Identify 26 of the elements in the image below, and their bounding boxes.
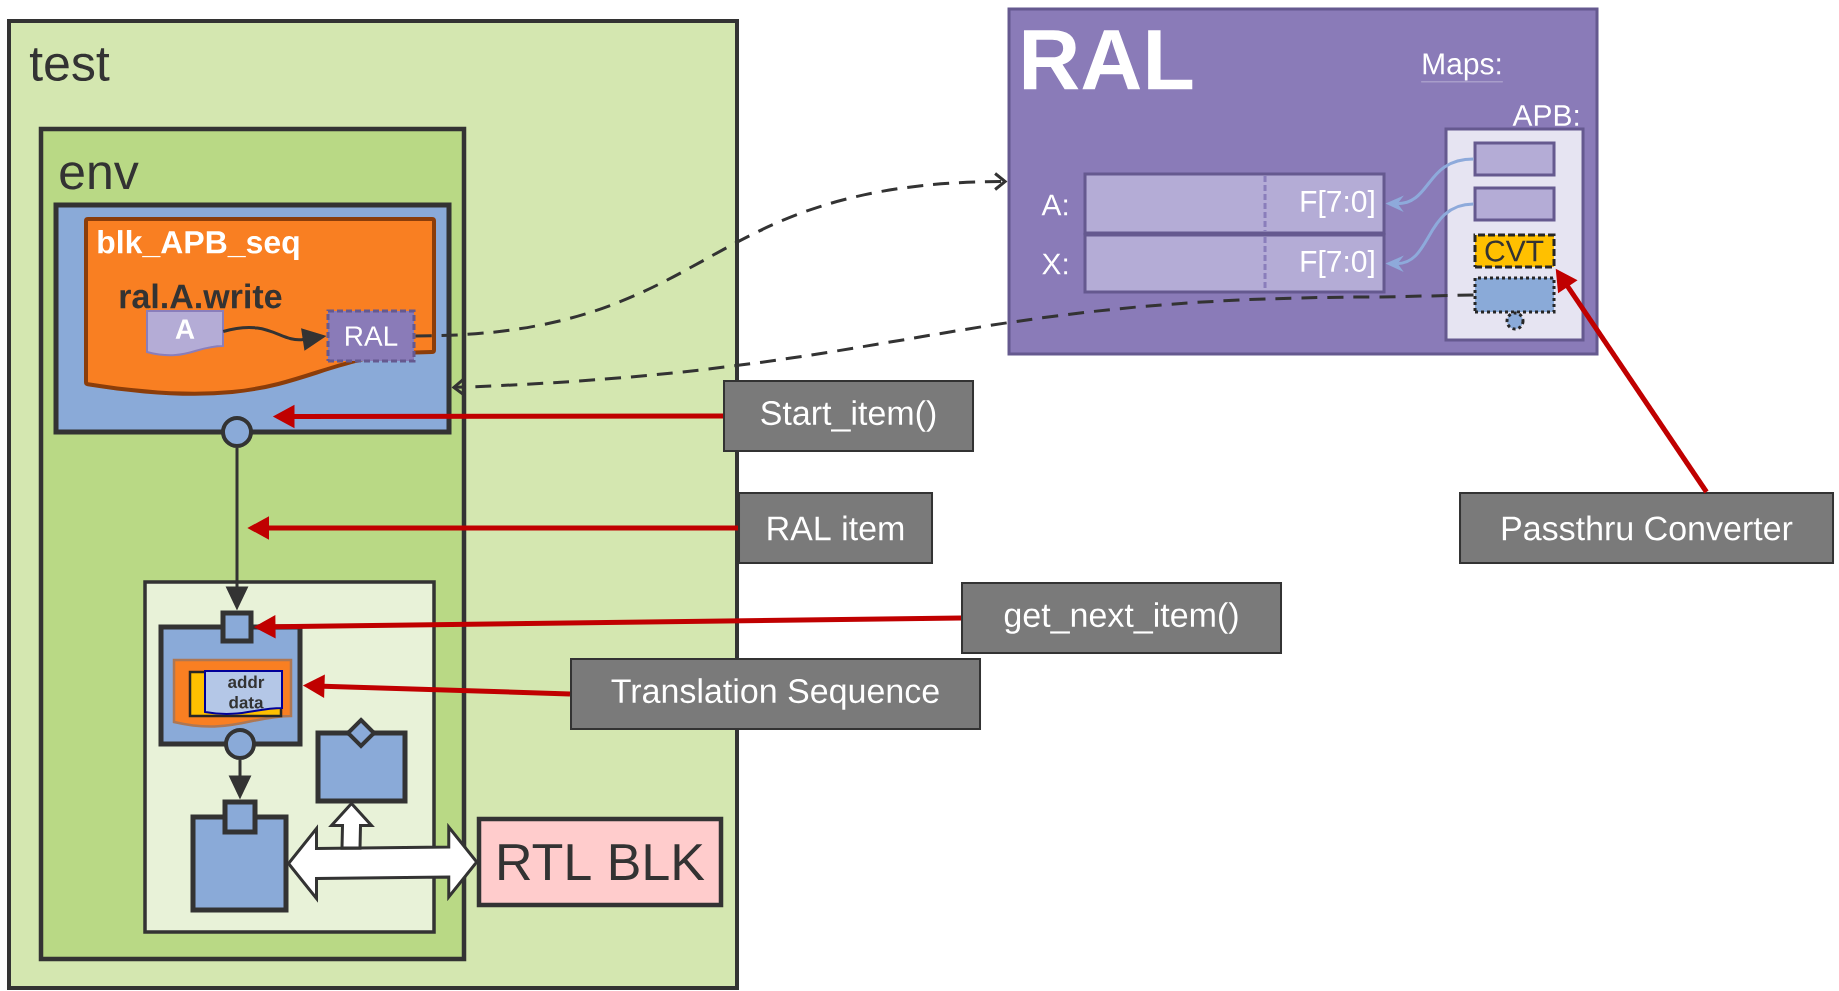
item-document: addr data bbox=[172, 658, 293, 728]
callout-box: Start_item() bbox=[723, 380, 974, 452]
item-document: A bbox=[146, 310, 224, 357]
converter-box: CVT bbox=[1473, 233, 1556, 269]
port-square bbox=[222, 799, 258, 835]
port-circle bbox=[221, 416, 253, 448]
rtl-block-box: RTL BLK bbox=[476, 816, 724, 908]
callout-box: get_next_item() bbox=[961, 582, 1282, 654]
port-square bbox=[220, 610, 254, 644]
dotted-box bbox=[1473, 276, 1556, 331]
callout-box: RAL item bbox=[738, 492, 933, 564]
register-row: F[7:0] bbox=[1083, 233, 1386, 294]
map-entry-box bbox=[1473, 141, 1556, 177]
ral-box: RAL bbox=[326, 309, 416, 363]
block-box bbox=[190, 814, 289, 913]
dashed-arrow bbox=[451, 293, 1474, 397]
dashed-arrow bbox=[415, 172, 1008, 338]
node-label: APB: bbox=[1512, 105, 1579, 126]
port-circle bbox=[224, 728, 256, 760]
row-label: X: bbox=[1042, 253, 1068, 275]
callout-box: Translation Sequence bbox=[570, 658, 981, 730]
block-arrow bbox=[328, 801, 375, 850]
register-row: F[7:0] bbox=[1083, 172, 1386, 235]
callout-box: Passthru Converter bbox=[1459, 492, 1834, 564]
row-label: A: bbox=[1041, 194, 1068, 216]
map-entry-box bbox=[1473, 186, 1556, 222]
